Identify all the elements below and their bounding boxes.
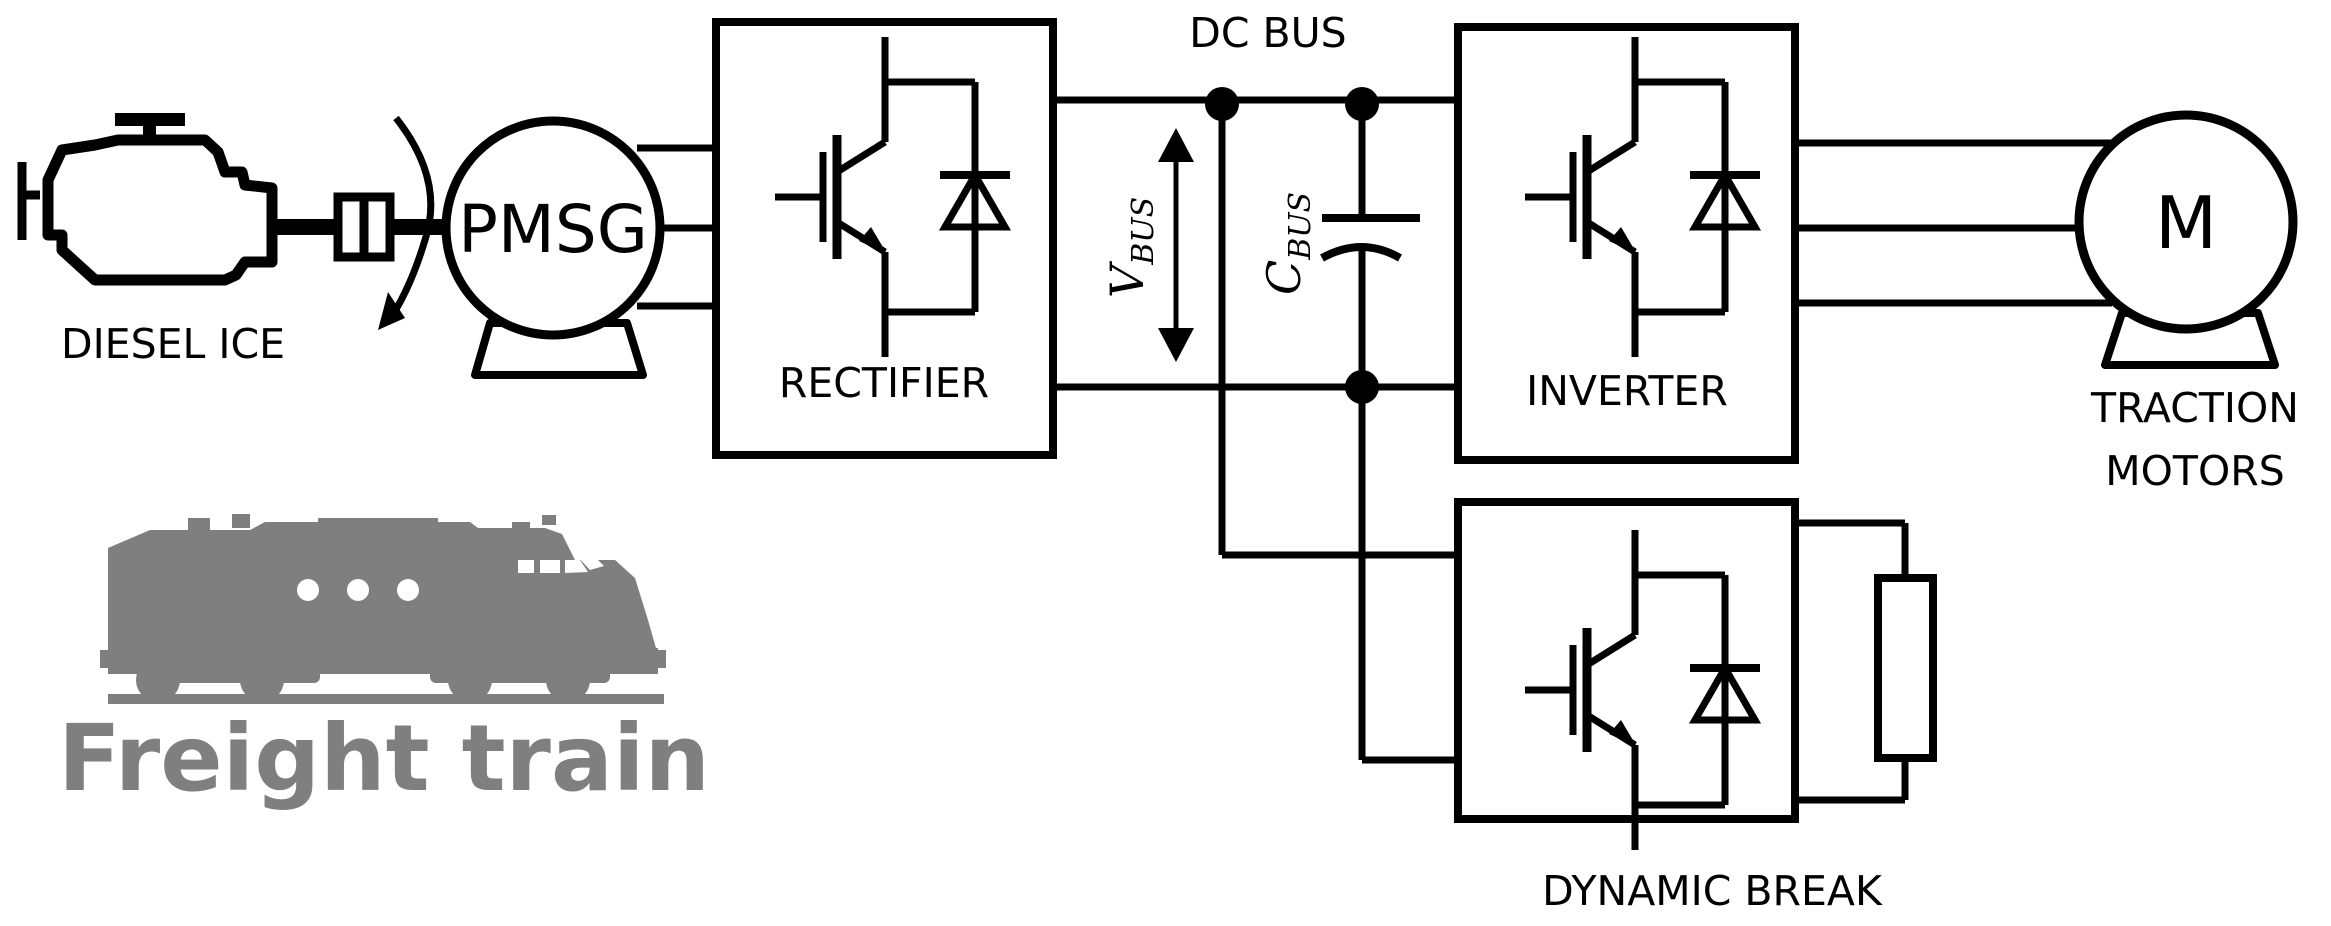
coupling-icon bbox=[333, 192, 395, 262]
dynamic-break-label: DYNAMIC BREAK bbox=[1542, 867, 1883, 915]
generator-phase-lines bbox=[637, 144, 716, 310]
resistor-wiring bbox=[1795, 519, 1909, 804]
svg-text:CBUS: CBUS bbox=[1257, 192, 1318, 295]
c-bus-label: CBUS bbox=[1257, 192, 1318, 295]
traction-motor: M bbox=[2074, 110, 2298, 369]
traction-motors-label-line1: TRACTION bbox=[2090, 384, 2299, 432]
motor-label: M bbox=[2155, 181, 2217, 265]
inverter-label: INVERTER bbox=[1526, 367, 1728, 415]
pmsg-generator: PMSG bbox=[441, 116, 665, 379]
pmsg-label: PMSG bbox=[458, 191, 648, 268]
dc-bus-wiring bbox=[1053, 96, 1458, 764]
traction-motors-label-line2: MOTORS bbox=[2105, 447, 2284, 495]
resistor-icon bbox=[1874, 574, 1937, 762]
engine-icon bbox=[17, 113, 278, 286]
v-bus-arrow bbox=[1158, 128, 1194, 362]
capacitor-icon bbox=[1320, 214, 1420, 262]
motor-phase-lines bbox=[1795, 139, 2112, 307]
locomotive-windows bbox=[297, 552, 604, 601]
dc-bus-label: DC BUS bbox=[1189, 9, 1346, 57]
dynamic-break-block bbox=[1454, 498, 1799, 823]
inverter-block bbox=[1454, 23, 1799, 464]
svg-text:VBUS: VBUS bbox=[1100, 197, 1161, 298]
v-bus-label: VBUS bbox=[1100, 197, 1161, 298]
rectifier-label: RECTIFIER bbox=[779, 359, 989, 407]
dc-bus-junctions bbox=[1205, 87, 1379, 404]
diesel-ice-label: DIESEL ICE bbox=[61, 320, 285, 368]
freight-train-label: Freight train bbox=[58, 705, 710, 812]
rotation-arrow-icon bbox=[378, 115, 435, 330]
locomotive-icon bbox=[100, 514, 666, 704]
